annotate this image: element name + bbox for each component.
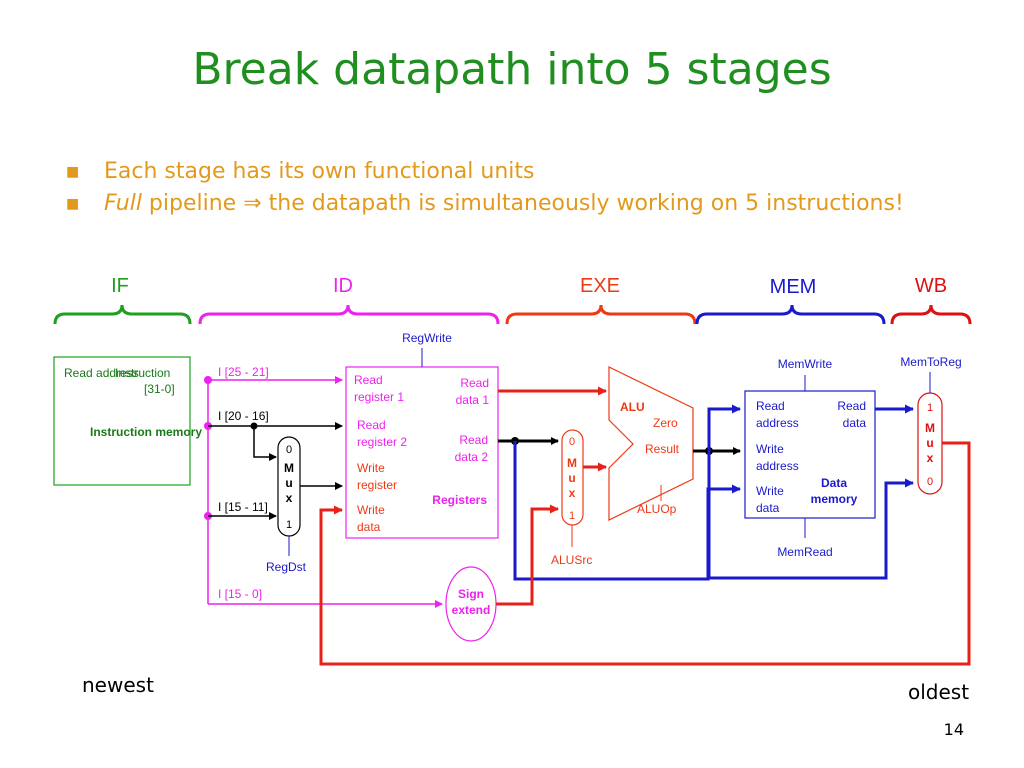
instr-mem-instruction-label: Instruction — [115, 366, 170, 380]
instr-mem-read-label: Read address — [64, 366, 139, 380]
dm-name-b: memory — [811, 492, 858, 506]
reg-read-data-1-a: Read — [460, 376, 489, 390]
i15-0-label: I [15 - 0] — [218, 587, 262, 601]
dm-read-address-b: address — [756, 416, 799, 430]
alu-result-to-read-address-wire — [707, 404, 741, 451]
i20-to-mux-wire — [253, 426, 277, 461]
bullet-item: ■ Each stage has its own functional unit… — [66, 156, 946, 188]
alu-zero-label: Zero — [653, 416, 678, 430]
bullet-italic-text: Full — [104, 191, 142, 216]
bullet-text: Each stage has its own functional units — [104, 159, 535, 184]
instr-mem-bits-label: [31-0] — [144, 382, 175, 396]
dm-read-data-b: data — [843, 416, 867, 430]
brace-id — [198, 304, 500, 325]
bullet-text: pipeline ⇒ the datapath is simultaneousl… — [141, 191, 904, 216]
brace-wb — [890, 304, 972, 325]
bullet-list: ■ Each stage has its own functional unit… — [66, 156, 946, 220]
page-number: 14 — [943, 720, 964, 739]
regdst-mux-label: M — [284, 461, 294, 475]
alu-name: ALU — [620, 400, 645, 414]
reg-write-data-a: Write — [357, 503, 385, 517]
reg-read-data-1-b: data 1 — [456, 393, 490, 407]
memtoreg-mux-label: x — [927, 451, 934, 465]
square-bullet-icon: ■ — [66, 196, 80, 212]
aluop-label: ALUOp — [637, 502, 677, 516]
instr-mem-name: Instruction memory — [90, 425, 202, 439]
i15-11-label: I [15 - 11] — [218, 500, 268, 514]
i25-label: I [25 - 21] — [218, 365, 269, 379]
sign-extend-output-wire — [496, 504, 559, 606]
stage-label-exe: EXE — [580, 275, 620, 297]
i20-label: I [20 - 16] — [218, 409, 269, 423]
reg-read-data-2-a: Read — [459, 433, 488, 447]
brace-exe — [505, 304, 697, 325]
dm-read-address-a: Read — [756, 399, 785, 413]
newest-label: newest — [82, 673, 154, 697]
sign-extend-label-b: extend — [452, 603, 491, 617]
memtoreg-label: MemToReg — [900, 355, 961, 369]
reg-read-register-1-a: Read — [354, 373, 383, 387]
oldest-label: oldest — [908, 680, 970, 704]
writeback-loop-wire — [319, 441, 971, 666]
reg-write-register-b: register — [357, 478, 397, 492]
alusrc-mux-top: 0 — [569, 436, 575, 448]
registers-name: Registers — [432, 493, 487, 507]
regdst-mux-bottom: 1 — [286, 519, 292, 531]
alusrc-label: ALUSrc — [551, 553, 592, 567]
data-memory-block — [744, 390, 876, 519]
memtoreg-mux-top: 1 — [927, 402, 933, 414]
alusrc-mux-label: x — [569, 486, 576, 500]
regdst-mux-top: 0 — [286, 444, 292, 456]
alu-result-label: Result — [645, 442, 680, 456]
stage-label-wb: WB — [915, 275, 947, 297]
alu-result-bypass-wire — [707, 451, 914, 580]
dm-read-data-a: Read — [837, 399, 866, 413]
memtoreg-mux-bottom: 0 — [927, 476, 933, 488]
slide-title: Break datapath into 5 stages — [192, 44, 832, 95]
reg-write-data-b: data — [357, 520, 381, 534]
regdst-label: RegDst — [266, 560, 307, 574]
dm-write-address-a: Write — [756, 442, 784, 456]
alusrc-mux-bottom: 1 — [569, 510, 575, 522]
regdst-mux-label: u — [285, 476, 292, 490]
dm-name-a: Data — [821, 476, 847, 490]
reg-read-register-2-b: register 2 — [357, 435, 407, 449]
reg-read-register-1-b: register 1 — [354, 390, 404, 404]
memtoreg-mux-label: u — [926, 436, 933, 450]
reg-write-register-a: Write — [357, 461, 385, 475]
dm-write-address-b: address — [756, 459, 799, 473]
sign-extend-label-a: Sign — [458, 587, 484, 601]
stage-label-id: ID — [333, 275, 353, 297]
stage-label-mem: MEM — [770, 276, 817, 298]
regwrite-label: RegWrite — [402, 331, 452, 345]
alu-unit — [608, 366, 694, 521]
reg-read-data-2-b: data 2 — [455, 450, 489, 464]
brace-mem — [695, 304, 886, 325]
register-file — [345, 366, 499, 539]
instruction-memory-block — [53, 356, 191, 486]
memwrite-label: MemWrite — [778, 357, 833, 371]
alusrc-mux-label: u — [568, 471, 575, 485]
square-bullet-icon: ■ — [66, 164, 80, 180]
memtoreg-mux-label: M — [925, 421, 935, 435]
memread-label: MemRead — [777, 545, 832, 559]
dm-write-data-a: Write — [756, 484, 784, 498]
stage-label-if: IF — [111, 275, 129, 297]
regdst-mux-label: x — [286, 491, 293, 505]
dm-write-data-b: data — [756, 501, 780, 515]
reg-read-register-2-a: Read — [357, 418, 386, 432]
alusrc-mux-label: M — [567, 456, 577, 470]
bullet-item: ■ Full pipeline ⇒ the datapath is simult… — [66, 188, 946, 220]
brace-if — [53, 304, 192, 325]
